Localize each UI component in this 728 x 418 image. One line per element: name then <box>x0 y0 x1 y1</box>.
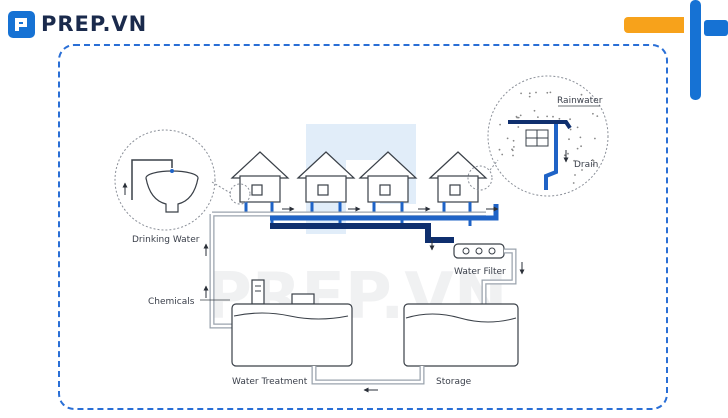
rain-dot <box>549 91 552 94</box>
rain-dot <box>520 92 522 95</box>
rain-dot <box>574 174 576 176</box>
house-icon <box>428 151 488 203</box>
corner-accent-blue <box>690 0 728 100</box>
rain-dot <box>546 91 549 94</box>
rain-dot <box>511 149 514 152</box>
rain-dot <box>594 137 596 140</box>
rain-dot <box>537 116 539 118</box>
rain-dot <box>569 118 571 121</box>
rain-dot <box>528 92 531 95</box>
rain-dot <box>569 128 572 131</box>
rain-dot <box>572 182 575 184</box>
rain-dot <box>515 115 518 118</box>
drain-pipe-lower <box>270 223 454 243</box>
rain-dot <box>506 137 509 140</box>
prep-logo-glyph <box>15 17 27 31</box>
rain-dot <box>563 154 566 157</box>
filter-icon <box>453 243 505 259</box>
rain-dot <box>579 136 582 139</box>
diagram-frame <box>58 44 668 410</box>
rain-dot <box>580 93 583 96</box>
label-drain: Drain <box>574 160 598 170</box>
rain-dot <box>498 148 501 151</box>
rain-dot <box>573 159 575 162</box>
brand-logo: PREP.VN <box>8 9 147 39</box>
rain-dot <box>512 154 514 157</box>
label-rainwater: Rainwater <box>557 96 603 106</box>
downspout <box>544 124 558 190</box>
rain-dot <box>596 115 599 117</box>
rain-dot <box>576 126 579 129</box>
rain-dot <box>512 139 515 142</box>
rain-dot <box>592 160 595 162</box>
label-storage: Storage <box>436 377 472 387</box>
rain-dot <box>576 147 579 150</box>
prep-logo-icon <box>8 10 35 38</box>
roof-edge <box>508 120 572 130</box>
house-icon <box>296 151 356 203</box>
rain-dot <box>546 115 548 118</box>
rain-dot <box>528 95 531 98</box>
rain-dot <box>580 145 582 148</box>
rain-dot <box>592 112 594 115</box>
label-chemicals: Chemicals <box>148 297 195 307</box>
rain-dot <box>558 117 561 120</box>
drinking-water-inset <box>114 129 251 231</box>
tank-icon <box>403 303 519 367</box>
rain-dot <box>519 114 522 117</box>
brand-name: PREP.VN <box>41 12 148 36</box>
label-drinking-water: Drinking Water <box>132 235 200 245</box>
house-icon <box>358 151 418 203</box>
label-water-filter: Water Filter <box>454 267 506 277</box>
rain-dot <box>513 146 515 148</box>
rain-dot <box>501 153 504 156</box>
rain-dot <box>567 152 569 155</box>
rain-dot <box>581 169 583 171</box>
house-icon <box>230 151 290 203</box>
rainwater-inset <box>467 75 609 197</box>
rain-dot <box>517 126 520 128</box>
rain-dot <box>592 163 595 166</box>
label-water-treatment: Water Treatment <box>232 377 308 387</box>
tank-icon <box>231 279 353 367</box>
corner-accent-orange <box>624 17 684 33</box>
rain-dots <box>498 91 599 184</box>
rain-dot <box>533 109 536 112</box>
storage-to-treatment-pipe <box>311 366 425 385</box>
rain-dot <box>568 138 570 141</box>
rain-dot <box>552 115 554 118</box>
drain-pipe-upper <box>270 204 499 221</box>
rain-dot <box>517 116 520 119</box>
rain-dot <box>535 91 537 94</box>
funnel-icon <box>145 169 199 213</box>
rain-dot <box>499 123 501 126</box>
